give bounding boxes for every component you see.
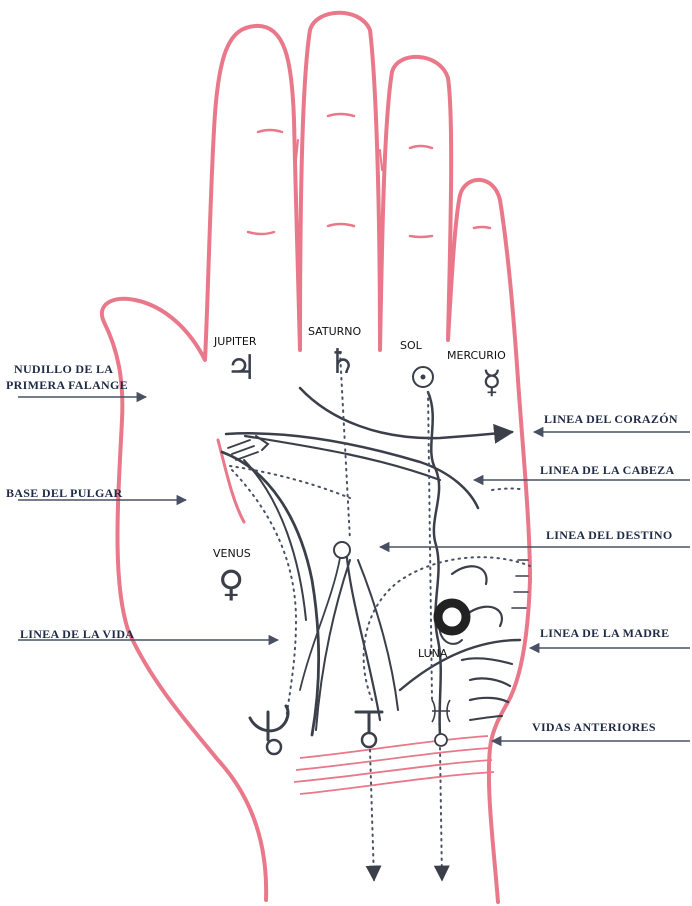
label-linea-corazon: LINEA DEL CORAZÓN [544,412,678,426]
label-linea-cabeza: LINEA DE LA CABEZA [540,463,675,477]
wrist-lines [293,735,495,795]
mount-mercurio: MERCURIO [447,349,506,362]
venus-marks [227,439,259,461]
mercury-dotted [491,487,525,491]
label-nudillo-line2: PRIMERA FALANGE [6,378,128,392]
luna-line-1 [468,677,512,688]
moon-ring [433,598,471,636]
crease-ring-2 [408,234,434,239]
luna-hook-2 [468,605,503,628]
fate-junction-circle [333,541,351,559]
venus-dotted-arc [231,469,298,721]
mount-luna: LUNA [418,647,448,660]
wedge-mark [255,435,270,451]
mercury-edge-marks [511,559,529,609]
crease-index-2 [246,230,276,236]
heart-line [298,386,514,444]
venus-icon: ♀ [218,564,245,605]
fate-line-branch-4 [299,557,341,691]
luna-line-4 [469,715,503,721]
pluto-symbol [354,710,384,749]
head-line-branch [243,434,442,482]
saturn-icon: ♄ [327,342,358,382]
crease-ring-1 [408,144,434,150]
mount-venus: VENUS [213,547,251,560]
label-base-pulgar: BASE DEL PULGAR [6,486,123,500]
luna-line-3 [460,657,514,666]
label-linea-destino: LINEA DEL DESTINO [546,528,673,542]
life-line-inner [243,459,307,621]
label-vidas-anteriores: VIDAS ANTERIORES [532,720,656,734]
crease-index-1 [256,128,284,134]
fate-line-branch-2 [357,559,399,711]
label-linea-vida: LINEA DE LA VIDA [20,627,135,641]
saturn-dotted-down [339,351,351,541]
neptune-symbol [248,704,290,756]
label-nudillo-line1: NUDILLO DE LA [14,362,114,376]
hand-outline [100,10,532,904]
luna-dotted-arc [362,556,531,701]
saturn-dotted-lower [365,749,382,882]
label-linea-madre: LINEA DE LA MADRE [540,626,670,640]
jupiter-icon: ♃ [226,348,257,388]
pisces-mark [431,699,451,723]
life-line [220,450,321,737]
luna-hook-1 [450,565,488,586]
crease-little-1 [472,225,492,230]
wrist-circle [434,733,448,747]
luna-line-2 [468,696,510,704]
sun-dotted-lower [433,747,450,882]
crease-middle-2 [326,222,356,228]
thumb-inner-line [216,438,246,524]
sun-symbol-dot [420,374,426,380]
mount-jupiter: JUPITER [214,335,257,348]
fate-line-branch-3 [315,559,351,731]
heart-dotted-1 [229,465,351,499]
sun-line [426,390,442,737]
crease-gap-2 [295,139,299,161]
sun-dotted-down [427,391,433,701]
mount-saturno: SATURNO [308,325,362,338]
mercury-icon: ☿ [482,363,502,401]
head-line [224,432,480,510]
crease-middle-1 [326,112,356,118]
mount-sol: SOL [400,339,422,352]
mother-line [398,638,522,692]
crease-gap-1 [379,149,383,171]
